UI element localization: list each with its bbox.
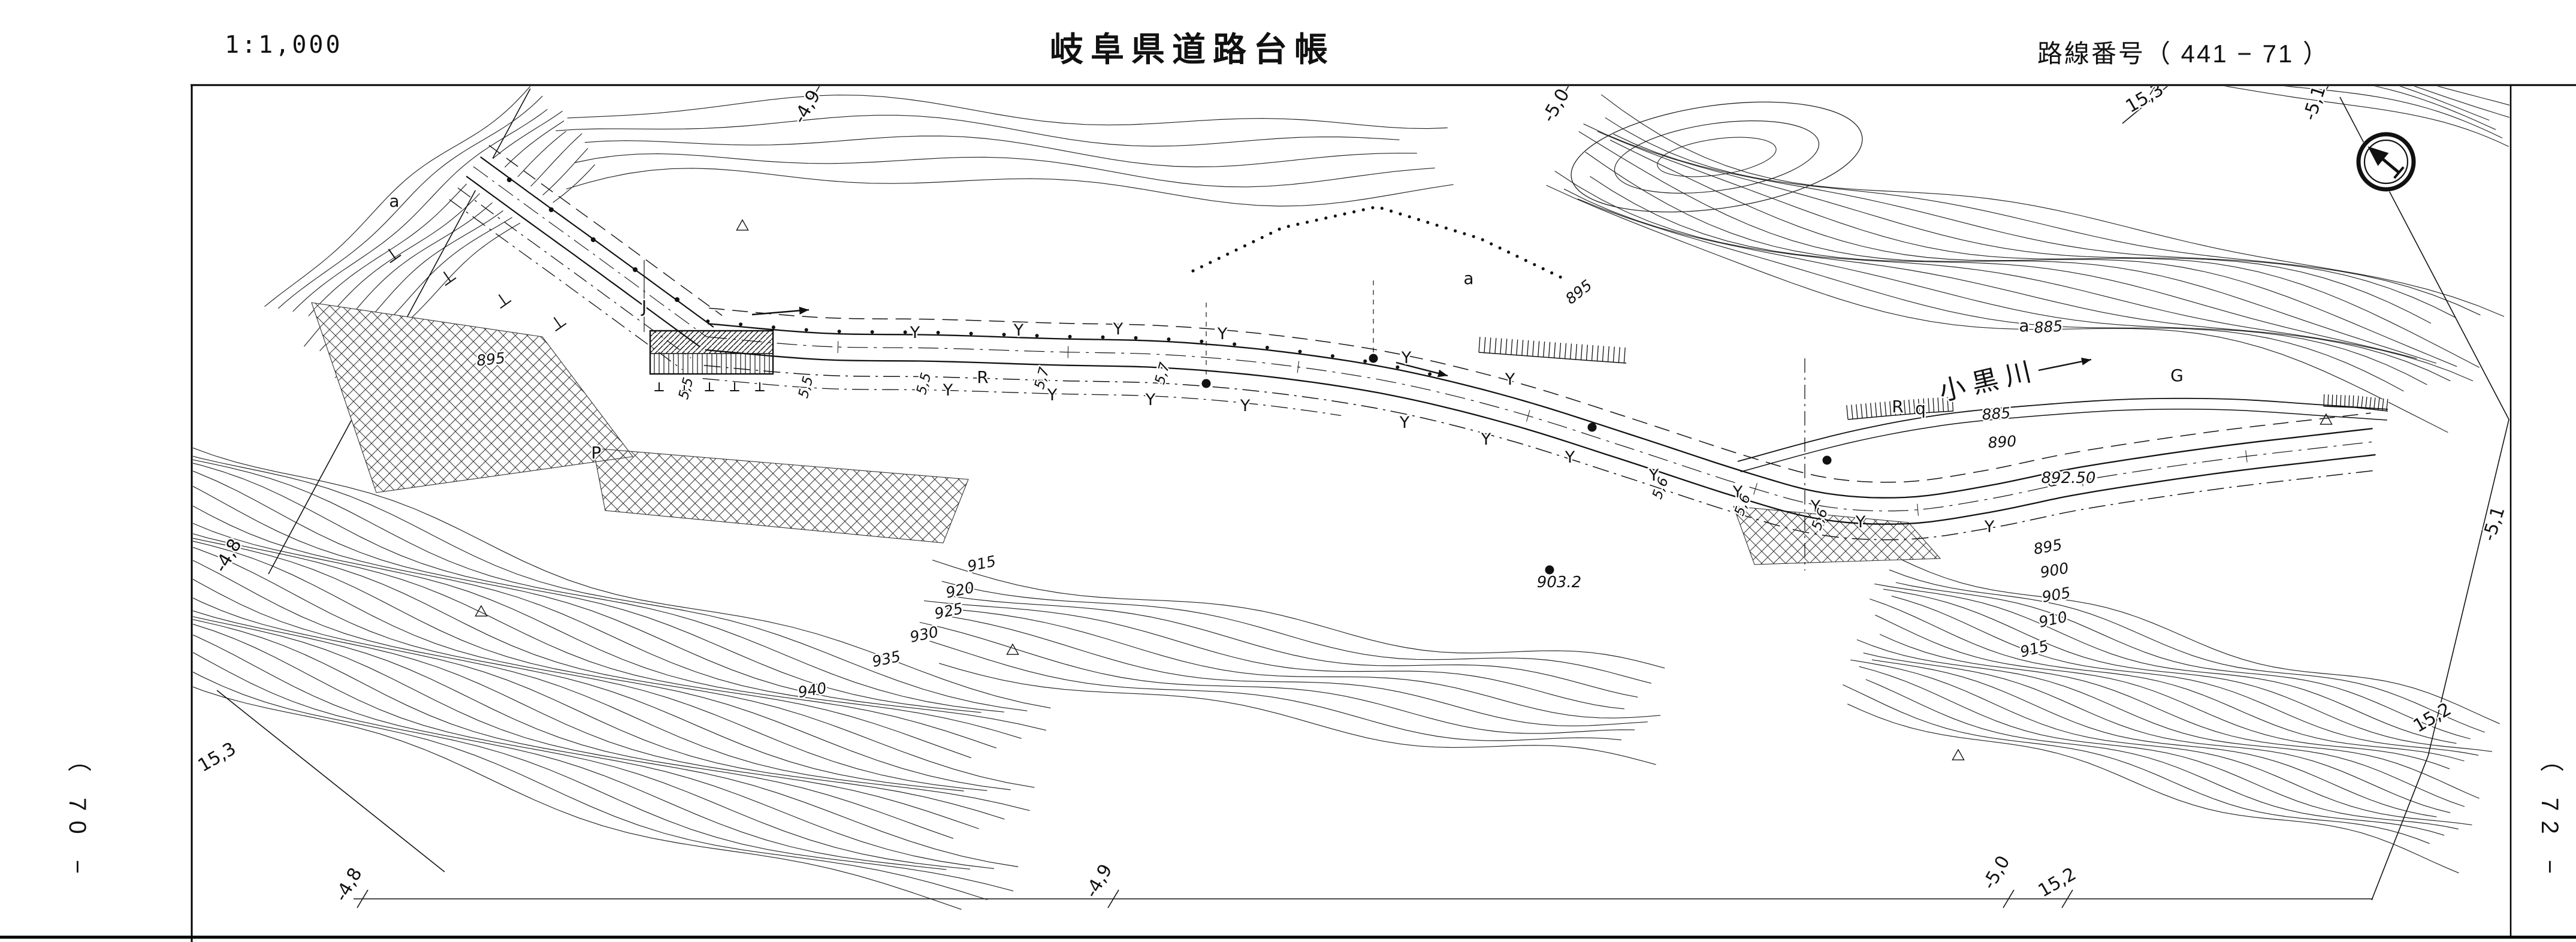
- survey-letter-mark: P: [591, 443, 602, 463]
- road-boundary-mark: Y: [1732, 483, 1743, 502]
- road-boundary-mark: Y: [1047, 386, 1058, 404]
- survey-letter-mark: a: [2019, 316, 2029, 336]
- struct-layer: [644, 260, 2388, 570]
- road-boundary-mark: Y: [1013, 321, 1024, 340]
- river-layer: [1737, 397, 2388, 473]
- retaining-wall-mark: [680, 382, 689, 391]
- retaining-wall-mark: [553, 317, 567, 332]
- map-scale: 1:1,000: [225, 31, 343, 59]
- retaining-wall-mark: [755, 382, 765, 391]
- contour-elevation-label: 890: [1988, 432, 2018, 451]
- adjacent-sheet-right: （ 72 −: [2536, 748, 2563, 884]
- road-width-label: 5,5: [676, 376, 697, 401]
- spot-elevation-label: 903.2: [1537, 573, 1581, 591]
- road-boundary-mark: Y: [1401, 349, 1412, 367]
- bridge-structure: [649, 330, 774, 375]
- road-boundary-mark: Y: [1565, 448, 1575, 467]
- grid-coordinate-label: -4,9: [1081, 861, 1117, 901]
- road-boundary-mark: Y: [1217, 325, 1228, 343]
- areas-layer: [311, 302, 1941, 565]
- contour-elevation-label: 915: [966, 552, 998, 575]
- contour-elevation-label: 910: [2037, 608, 2069, 631]
- contour-elevation-label: 915: [2018, 637, 2050, 661]
- contours-layer: [193, 86, 2509, 910]
- contour-elevation-label: 925: [933, 600, 965, 623]
- road-boundary-mark: Y: [1481, 430, 1491, 449]
- survey-letter-mark: a: [1463, 268, 1473, 288]
- retaining-wall-mark: [443, 271, 457, 286]
- grid-coordinate-label: 15,2: [2035, 864, 2080, 902]
- contour-elevation-label: 895: [476, 349, 506, 370]
- road-boundary-mark: Y: [1145, 391, 1156, 409]
- grid-coordinate-label: -5,1: [2299, 83, 2330, 123]
- road-boundary-mark: Y: [1505, 370, 1515, 389]
- road-boundary-mark: Y: [1810, 497, 1821, 516]
- road-boundary-mark: Y: [1399, 413, 1410, 432]
- retaining-wall-mark: [498, 294, 512, 309]
- crosshatch-parcel: [593, 448, 969, 544]
- page-title: 岐阜県道路台帳: [1050, 31, 1335, 68]
- symbols-layer: [388, 177, 2333, 760]
- survey-letter-mark: q: [1915, 398, 1926, 418]
- survey-triangle-mark: [1006, 643, 1019, 655]
- road-boundary-mark: Y: [1855, 513, 1866, 532]
- retaining-wall-mark: [730, 382, 739, 391]
- route-number: 路線番号（ 441 − 71 ）: [2037, 40, 2330, 68]
- grid-coordinate-label: -5,0: [1979, 852, 2015, 893]
- survey-letter-mark: G: [2170, 366, 2184, 385]
- contour-elevation-label: 895: [2033, 536, 2064, 558]
- contour-elevation-label: 885: [2034, 317, 2064, 336]
- grid-coordinate-label: -5,1: [2478, 504, 2509, 544]
- road-width-label: 5,5: [914, 371, 935, 396]
- survey-letter-mark: a: [389, 191, 399, 211]
- contour-elevation-label: 885: [1982, 404, 2012, 423]
- survey-triangle-mark: [736, 219, 749, 231]
- grid-coordinate-label: -4,8: [210, 535, 246, 576]
- compass-layer: [2356, 132, 2416, 192]
- crosshatch-parcel: [1733, 506, 1941, 565]
- survey-letter-mark: R: [1892, 397, 1903, 416]
- contour-elevation-label: 940: [797, 679, 828, 701]
- retaining-wall-mark: [388, 249, 401, 264]
- contour-elevation-label: 935: [871, 648, 902, 671]
- road-layer: [449, 144, 2378, 541]
- spot-elevation-label: 892.50: [2042, 469, 2096, 487]
- road-boundary-mark: Y: [1113, 320, 1124, 339]
- adjacent-sheet-left: （ 70 −: [64, 748, 90, 884]
- map-frame: [0, 84, 2576, 942]
- grid-coordinate-label: 15,3: [195, 738, 240, 777]
- road-width-label: 5,5: [796, 375, 817, 400]
- retaining-wall-mark: [705, 382, 714, 391]
- north-arrow-icon: [2356, 132, 2416, 192]
- contour-elevation-label: 895: [1562, 276, 1595, 307]
- survey-triangle-mark: [475, 605, 488, 617]
- contour-elevation-label: 905: [2041, 584, 2072, 606]
- retaining-wall-mark: [654, 382, 664, 391]
- survey-letter-mark: R: [977, 367, 988, 387]
- road-boundary-mark: Y: [943, 381, 953, 400]
- survey-letter-mark: J: [641, 297, 647, 316]
- road-boundary-mark: Y: [910, 324, 920, 342]
- road-boundary-mark: Y: [1984, 518, 1995, 536]
- grid-coordinate-label: 15,2: [2410, 699, 2455, 737]
- survey-triangle-mark: [2320, 413, 2333, 425]
- road-boundary-mark: Y: [1240, 397, 1251, 415]
- grid-coordinate-label: -5,0: [1538, 85, 1574, 126]
- survey-triangle-mark: [1952, 748, 1965, 760]
- contour-elevation-label: 920: [944, 579, 976, 602]
- road-boundary-mark: Y: [1648, 466, 1659, 485]
- crosshatch-parcel: [311, 302, 634, 493]
- contour-elevation-label: 900: [2039, 559, 2070, 581]
